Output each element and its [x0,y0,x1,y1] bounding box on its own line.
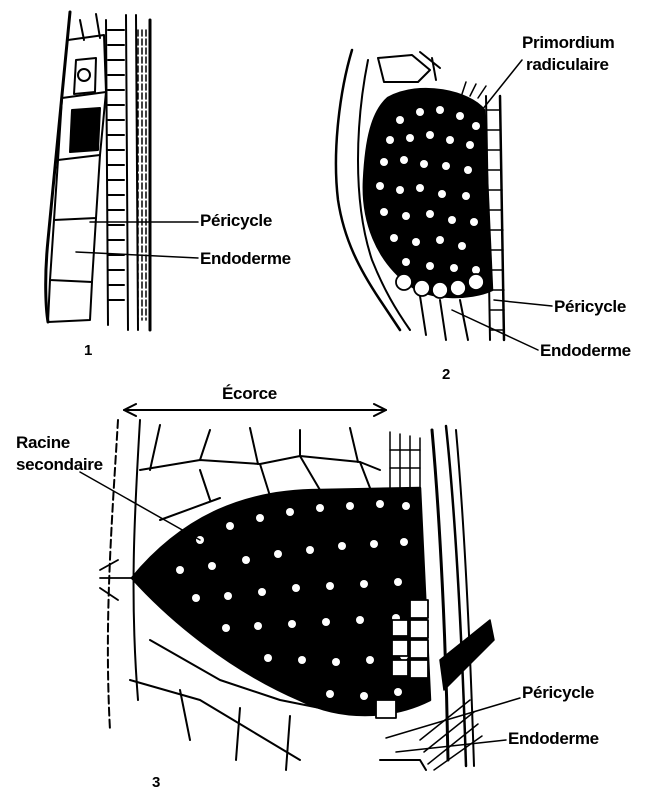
fig3-secondaire-label: secondaire [16,455,103,474]
fig3-pericycle-label: Péricycle [522,683,594,702]
fig2-radiculaire-label: radiculaire [526,55,609,74]
figure-2-number: 2 [442,366,450,383]
fig2-pericycle-label: Péricycle [554,297,626,316]
fig3-racine-label: Racine [16,433,70,452]
fig1-endoderme-label: Endoderme [200,249,291,268]
fig1-pericycle-label: Péricycle [200,211,272,230]
figure-3-number: 3 [152,774,160,791]
figure-2-drawing [336,50,552,350]
fig2-endoderme-label: Endoderme [540,341,631,360]
figure-3-drawing [80,404,520,770]
fig3-ecorce-label: Écorce [222,384,277,403]
fig3-endoderme-label: Endoderme [508,729,599,748]
figure-1-number: 1 [84,342,92,359]
figure-1-drawing [46,12,198,330]
fig2-primordium-label: Primordium [522,33,614,52]
